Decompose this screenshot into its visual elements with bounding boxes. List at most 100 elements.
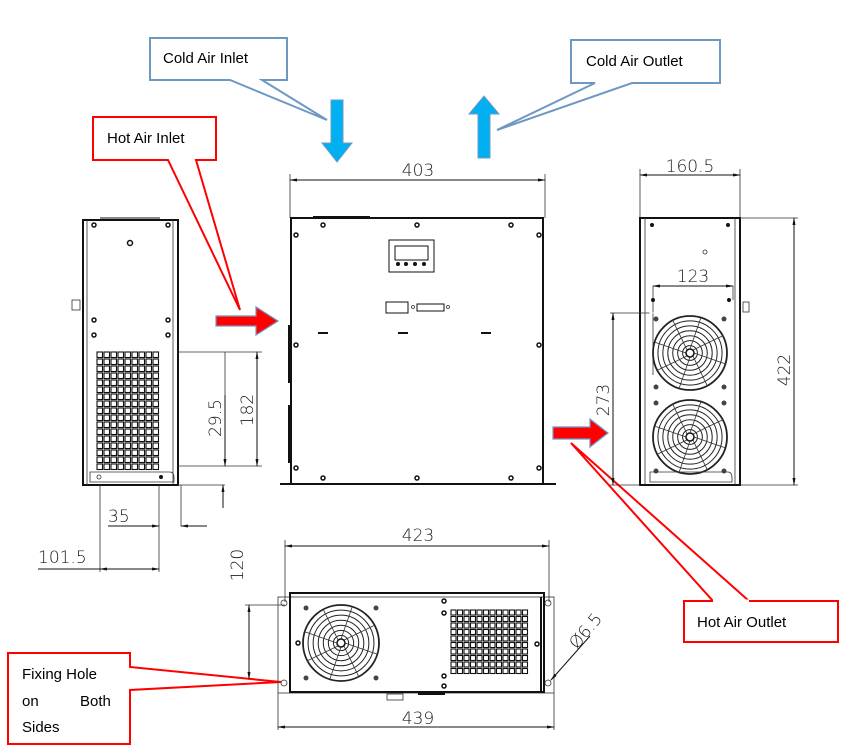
dim-123: 123 — [677, 267, 709, 287]
grille-cell — [476, 622, 483, 629]
grille-cell — [117, 421, 125, 429]
grille-cell — [456, 635, 464, 642]
callout-box — [92, 116, 241, 311]
grille-cell — [124, 435, 132, 443]
grille-cell — [131, 421, 139, 429]
grille-cell — [489, 615, 496, 623]
dim-422: 422 — [775, 354, 795, 386]
grille-cell — [131, 358, 139, 366]
fixing-hole-icon — [544, 599, 552, 607]
grille-cell — [138, 463, 146, 471]
grille-cell — [138, 435, 146, 443]
grille-cell — [502, 648, 509, 655]
grille-cell — [152, 456, 160, 464]
dim-120: 120 — [228, 549, 248, 581]
grille-cell — [138, 421, 146, 429]
fan-bottom-icon — [649, 396, 731, 478]
grille-cell — [131, 442, 139, 450]
grille-cell — [502, 635, 509, 642]
callout-label: Hot Air Outlet — [697, 614, 787, 631]
grille-cell — [489, 654, 496, 662]
grille-cell — [110, 435, 118, 443]
grille-cell — [469, 615, 477, 623]
callout-label-line3: Sides — [22, 719, 60, 736]
grille-cell — [138, 372, 146, 380]
callout-box — [149, 37, 328, 121]
grille-cell — [117, 428, 125, 436]
grille-cell — [152, 407, 160, 415]
grille-cell — [476, 648, 483, 655]
grille-cell — [450, 609, 457, 616]
grille-cell — [96, 435, 104, 443]
grille-cell — [145, 414, 153, 422]
grille-cell — [117, 351, 125, 359]
grille-cell — [138, 379, 146, 387]
dim-403: 403 — [402, 161, 434, 181]
grille-cell — [124, 386, 132, 394]
grille-cell — [463, 654, 470, 662]
fixing-hole-icon — [544, 679, 552, 687]
left-side-body — [82, 219, 179, 486]
grille-cell — [495, 635, 503, 642]
grille-cell — [138, 386, 146, 394]
grille-cell — [96, 358, 104, 366]
grille-cell — [508, 628, 516, 636]
left-view-dimensions: 182 29.5 35 101.5 — [38, 351, 262, 572]
dim-423: 423 — [402, 526, 434, 546]
dim-182: 182 — [238, 394, 258, 426]
grille-cell — [495, 648, 503, 655]
grille-cell — [495, 654, 503, 662]
bottom-view: 423 120 439 Ø6.5 — [228, 526, 607, 730]
grille-cell — [476, 635, 483, 642]
grille-cell — [110, 449, 118, 457]
grille-cell — [515, 622, 522, 629]
grille-cell — [103, 358, 111, 366]
grille-cell — [117, 442, 125, 450]
grille-cell — [145, 358, 153, 366]
grille-cell — [124, 442, 132, 450]
controller-buttons — [396, 262, 426, 266]
grille-cell — [145, 372, 153, 380]
grille-cell — [450, 635, 457, 642]
grille-cell — [152, 449, 160, 457]
grille-cell — [96, 428, 104, 436]
grille-cell — [131, 372, 139, 380]
grille-cell — [482, 609, 490, 616]
fan-top-icon — [649, 312, 731, 394]
grille-cell — [110, 442, 118, 450]
callout-hot-air-outlet: Hot Air Outlet — [570, 442, 839, 643]
grille-cell — [138, 442, 146, 450]
grille-cell — [521, 654, 529, 662]
grille-cell — [152, 428, 160, 436]
grille-cell — [96, 463, 104, 471]
cold-air-outlet-arrow-icon — [467, 95, 501, 159]
grille-cell — [521, 661, 529, 668]
grille-cell — [124, 414, 132, 422]
grille-cell — [489, 667, 496, 675]
grille-cell — [476, 628, 483, 636]
grille-cell — [152, 386, 160, 394]
bottom-fan-icon — [299, 601, 383, 685]
grille-cell — [117, 379, 125, 387]
hot-air-outlet-arrow-icon — [552, 417, 609, 449]
grille-cell — [482, 615, 490, 623]
callout-box — [7, 652, 282, 745]
grille-cell — [521, 615, 529, 623]
grille-cell — [508, 661, 516, 668]
right-side-view: 160.5 422 123 273 — [594, 157, 798, 486]
fixing-hole-icon — [280, 679, 288, 687]
grille-cell — [124, 428, 132, 436]
callout-cold-air-inlet: Cold Air Inlet — [149, 37, 328, 121]
grille-cell — [482, 622, 490, 629]
grille-cell — [515, 615, 522, 623]
grille-cell — [450, 622, 457, 629]
grille-cell — [124, 449, 132, 457]
grille-cell — [124, 351, 132, 359]
grille-cell — [515, 648, 522, 655]
grille-cell — [110, 351, 118, 359]
grille-cell — [502, 667, 509, 675]
grille-cell — [515, 661, 522, 668]
grille-cell — [117, 365, 125, 373]
grille-cell — [145, 400, 153, 408]
